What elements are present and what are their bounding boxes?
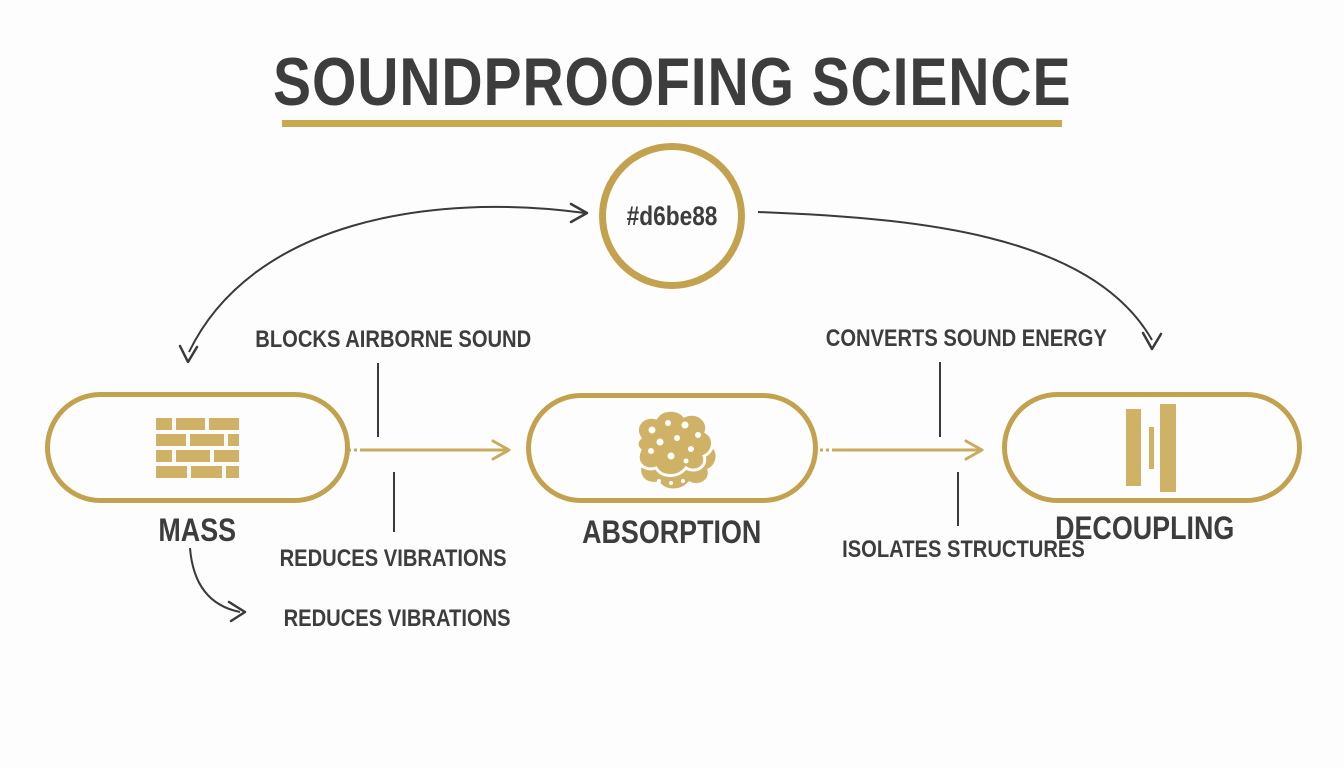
- arrow-head-absorption-to-decoupling: [964, 439, 984, 461]
- arrow-mass-to-reduces-curve: [189, 547, 241, 613]
- node-mass: [45, 392, 350, 503]
- sponge-icon: [635, 408, 716, 489]
- arrow-head-down-at-mass: [178, 344, 199, 364]
- annotation-blocks-airborne: BLOCKS AIRBORNE SOUND: [255, 326, 532, 353]
- annotation-converts-energy: CONVERTS SOUND ENERGY: [825, 325, 1107, 352]
- node-label-decoupling: DECOUPLING: [1055, 510, 1235, 546]
- brick-row: [156, 417, 239, 430]
- annotation-isolates-structures: ISOLATES STRUCTURES: [841, 536, 1085, 563]
- brick-row: [156, 433, 239, 446]
- node-decoupling: [1002, 392, 1302, 503]
- annotation-reduces-vibrations-lower: REDUCES VIBRATIONS: [283, 605, 511, 632]
- hub-label: #d6be88: [626, 200, 718, 231]
- arrow-head-right-at-reduces: [227, 600, 247, 623]
- title-underline: [282, 120, 1062, 127]
- arrow-hub-to-decoupling-curve: [757, 211, 1153, 341]
- brick-row: [156, 465, 239, 478]
- brick-wall-icon: [156, 417, 239, 478]
- arrow-head-mass-to-absorption: [491, 439, 511, 461]
- annotation-reduces-vibrations-upper: REDUCES VIBRATIONS: [279, 545, 507, 572]
- brick-row: [156, 449, 239, 462]
- arrow-head-right-at-hub: [569, 202, 589, 224]
- arrow-head-down-at-decoupling: [1141, 331, 1163, 351]
- node-label-mass: MASS: [158, 512, 236, 548]
- node-label-absorption: ABSORPTION: [582, 514, 762, 550]
- page-title: SOUNDPROOFING SCIENCE: [0, 48, 1344, 116]
- decoupled-walls-icon: [1126, 403, 1178, 492]
- node-absorption: [526, 393, 818, 503]
- page-title-text: SOUNDPROOFING SCIENCE: [272, 44, 1072, 120]
- hub-node: #d6be88: [599, 143, 745, 289]
